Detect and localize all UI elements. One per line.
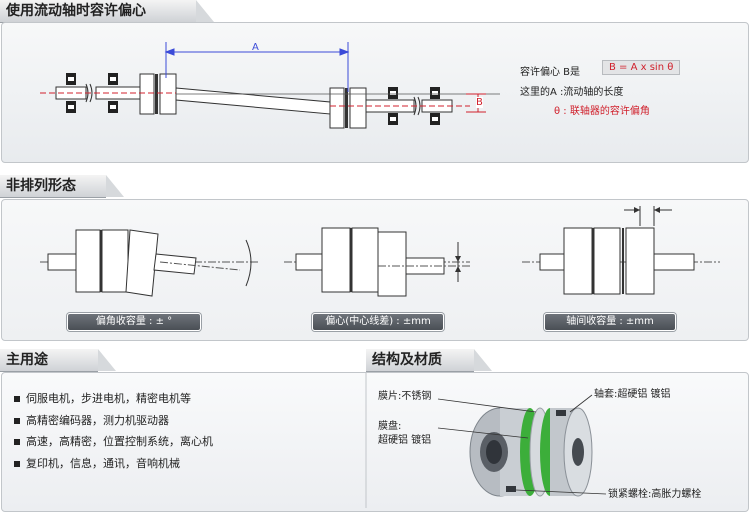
dimension-a-label: A — [252, 42, 259, 53]
floating-shaft — [175, 87, 331, 115]
parallel-misalignment-diagram — [284, 227, 470, 297]
parallel-tolerance-tag: 偏心(中心线差) : ±mm — [312, 313, 444, 331]
diaphragm-label: 膜片:不锈钢 — [378, 391, 432, 402]
use-item: 伺服电机，步进电机，精密电机等 — [14, 388, 213, 410]
use-item-text: 高速，高精密，位置控制系统，离心机 — [26, 435, 213, 448]
shaft-right — [365, 96, 453, 116]
section-title-misalignment: 使用流动轴时容许偏心 — [0, 0, 214, 23]
tolerance-line1: 容许偏心 B是 — [520, 67, 581, 78]
uses-list: 伺服电机，步进电机，精密电机等 高精密编码器，测力机驱动器 高速，高精密，位置控… — [14, 388, 213, 474]
coupling-left — [139, 73, 177, 115]
tolerance-line3: θ : 联轴器的容许偏角 — [554, 106, 650, 117]
use-item-text: 伺服电机，步进电机，精密电机等 — [26, 392, 191, 405]
callout-lines — [437, 394, 607, 495]
angular-misalignment-diagram — [40, 229, 260, 297]
bearing-right-1 — [388, 87, 398, 125]
disc-label-line1: 膜盘: — [378, 421, 402, 432]
dimension-a — [164, 42, 350, 92]
disc-label-line2: 超硬铝 镀铝 — [378, 435, 432, 446]
coupling-right — [329, 87, 367, 129]
bullet-icon — [14, 396, 20, 402]
sleeve-label: 轴套:超硬铝 镀铝 — [594, 389, 671, 400]
use-item: 高速，高精密，位置控制系统，离心机 — [14, 431, 213, 453]
bullet-icon — [14, 460, 20, 467]
section-title-uses: 主用途 — [0, 349, 116, 372]
bullet-icon — [14, 439, 20, 445]
bullet-icon — [14, 417, 20, 424]
coupling-illustration — [469, 407, 593, 497]
section-title-structure: 结构及材质 — [366, 349, 492, 372]
dimension-b-label: B — [476, 97, 483, 108]
axial-tolerance-tag: 轴间收容量 : ±mm — [544, 313, 676, 331]
formula-box: B = A x sin θ — [602, 60, 681, 75]
section-title-misalignment-forms: 非排列形态 — [0, 175, 124, 198]
centerline-red — [40, 92, 470, 107]
use-item: 高精密编码器，测力机驱动器 — [14, 410, 213, 432]
bearing-left-1 — [66, 73, 76, 113]
bearing-right-2 — [430, 87, 440, 125]
tolerance-line2: 这里的A :流动轴的长度 — [520, 87, 624, 98]
axial-displacement-diagram — [522, 206, 720, 295]
use-item-text: 复印机，信息，通讯，音响机械 — [26, 456, 180, 470]
use-item-text: 高精密编码器，测力机驱动器 — [26, 413, 169, 427]
bearing-left-2 — [108, 73, 118, 113]
angular-tolerance-tag: 偏角收容量 : ± ° — [67, 313, 201, 331]
bolt-label: 锁紧螺栓:高胀力螺栓 — [608, 489, 702, 500]
use-item: 复印机，信息，通讯，音响机械 — [14, 453, 213, 475]
